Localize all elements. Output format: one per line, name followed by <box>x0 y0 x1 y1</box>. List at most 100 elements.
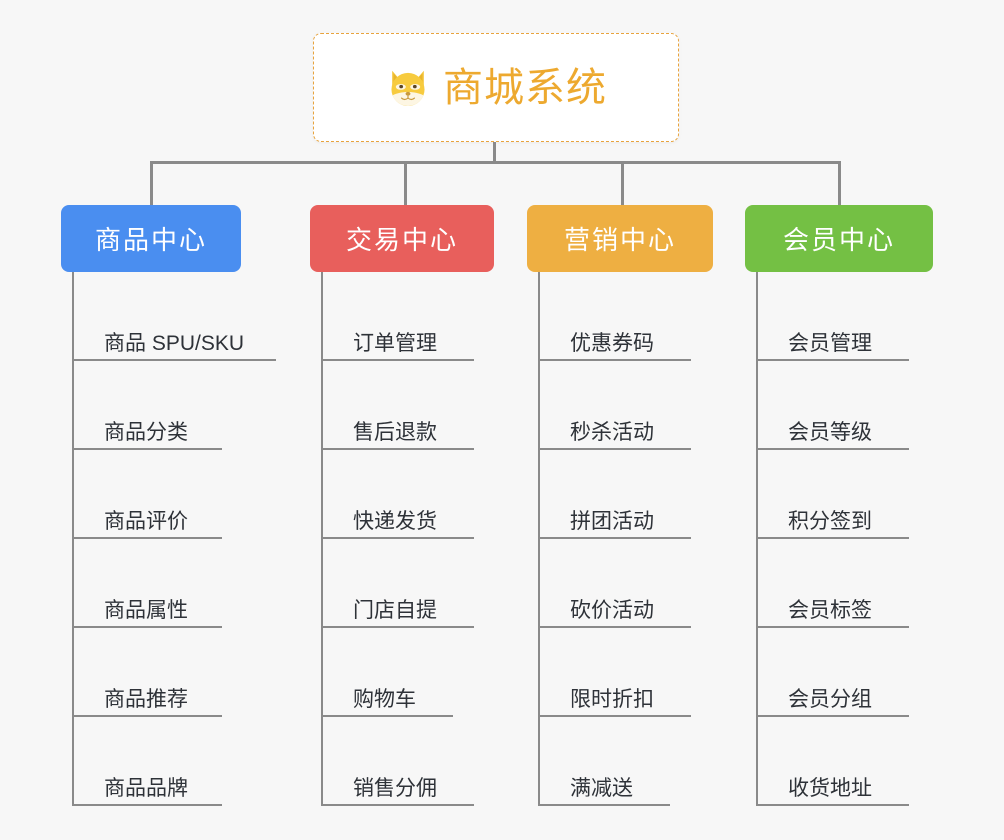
leaf-label: 会员管理 <box>788 331 872 355</box>
leaf-label: 限时折扣 <box>570 687 654 711</box>
leaf-underline <box>757 537 909 539</box>
category-header-3[interactable]: 营销中心 <box>527 205 713 272</box>
list-item[interactable]: 拼团活动 <box>527 450 713 539</box>
leaf-underline <box>322 804 474 806</box>
leaf-underline <box>73 626 222 628</box>
leaf-underline <box>73 448 222 450</box>
leaf-label: 会员等级 <box>788 420 872 444</box>
list-item[interactable]: 门店自提 <box>310 539 494 628</box>
category-column-4: 会员中心 会员管理 会员等级 积分签到 会员标签 会员分组 <box>745 205 933 806</box>
root-node[interactable]: 商城系统 <box>313 33 679 142</box>
leaf-label: 商品推荐 <box>104 687 188 711</box>
connector-root-stem <box>493 142 496 163</box>
list-item[interactable]: 会员标签 <box>745 539 933 628</box>
category-header-4-label: 会员中心 <box>782 225 895 255</box>
leaf-label: 快递发货 <box>353 509 437 533</box>
leaf-list-2: 订单管理 售后退款 快递发货 门店自提 购物车 销售分佣 <box>310 272 494 806</box>
category-header-2[interactable]: 交易中心 <box>310 205 494 272</box>
leaf-label: 购物车 <box>353 687 416 711</box>
leaf-underline <box>322 537 474 539</box>
list-item[interactable]: 商品品牌 <box>61 717 241 806</box>
leaf-label: 商品 SPU/SKU <box>104 331 245 355</box>
leaf-underline <box>539 715 691 717</box>
leaf-label: 商品评价 <box>104 509 188 533</box>
list-item[interactable]: 会员等级 <box>745 361 933 450</box>
list-item[interactable]: 商品评价 <box>61 450 241 539</box>
list-item[interactable]: 售后退款 <box>310 361 494 450</box>
leaf-label: 秒杀活动 <box>570 420 654 444</box>
list-item[interactable]: 限时折扣 <box>527 628 713 717</box>
leaf-underline <box>322 448 474 450</box>
root-title: 商城系统 <box>443 65 607 110</box>
connector-drop-1 <box>150 161 153 207</box>
connector-horizontal-bar <box>150 161 840 164</box>
column-spine-3 <box>538 272 540 806</box>
leaf-label: 售后退款 <box>353 420 437 444</box>
leaf-label: 订单管理 <box>353 331 437 355</box>
list-item[interactable]: 销售分佣 <box>310 717 494 806</box>
list-item[interactable]: 商品 SPU/SKU <box>61 272 276 361</box>
list-item[interactable]: 秒杀活动 <box>527 361 713 450</box>
leaf-underline <box>539 626 691 628</box>
list-item[interactable]: 商品推荐 <box>61 628 241 717</box>
leaf-label: 商品属性 <box>104 598 188 622</box>
leaf-underline <box>73 804 222 806</box>
leaf-label: 会员标签 <box>788 598 872 622</box>
leaf-underline <box>757 626 909 628</box>
category-column-2: 交易中心 订单管理 售后退款 快递发货 门店自提 购物车 <box>310 205 494 806</box>
column-spine-4 <box>756 272 758 806</box>
category-header-1[interactable]: 商品中心 <box>61 205 241 272</box>
leaf-underline <box>322 626 474 628</box>
leaf-underline <box>73 715 222 717</box>
category-header-1-label: 商品中心 <box>94 225 207 255</box>
leaf-label: 销售分佣 <box>353 776 437 800</box>
leaf-label: 商品分类 <box>104 420 188 444</box>
list-item[interactable]: 会员管理 <box>745 272 933 361</box>
list-item[interactable]: 满减送 <box>527 717 713 806</box>
list-item[interactable]: 购物车 <box>310 628 494 717</box>
column-spine-1 <box>72 272 74 806</box>
category-header-2-label: 交易中心 <box>345 225 458 255</box>
leaf-list-1: 商品 SPU/SKU 商品分类 商品评价 商品属性 商品推荐 商品品牌 <box>61 272 276 806</box>
category-header-3-label: 营销中心 <box>563 225 676 255</box>
list-item[interactable]: 商品分类 <box>61 361 241 450</box>
category-column-1: 商品中心 商品 SPU/SKU 商品分类 商品评价 商品属性 商品推荐 <box>61 205 276 806</box>
category-column-3: 营销中心 优惠券码 秒杀活动 拼团活动 砍价活动 限时折扣 <box>527 205 713 806</box>
connector-drop-3 <box>621 161 624 207</box>
leaf-label: 优惠券码 <box>570 331 654 355</box>
leaf-label: 拼团活动 <box>570 509 654 533</box>
leaf-label: 积分签到 <box>788 509 872 533</box>
leaf-list-4: 会员管理 会员等级 积分签到 会员标签 会员分组 收货地址 <box>745 272 933 806</box>
leaf-underline <box>539 448 691 450</box>
leaf-label: 砍价活动 <box>570 598 654 622</box>
leaf-underline <box>757 715 909 717</box>
leaf-underline <box>539 537 691 539</box>
leaf-underline <box>539 359 691 361</box>
list-item[interactable]: 快递发货 <box>310 450 494 539</box>
connector-drop-4 <box>838 161 841 207</box>
leaf-underline <box>322 715 453 717</box>
list-item[interactable]: 收货地址 <box>745 717 933 806</box>
column-spine-2 <box>321 272 323 806</box>
list-item[interactable]: 订单管理 <box>310 272 494 361</box>
leaf-underline <box>322 359 474 361</box>
leaf-label: 收货地址 <box>788 776 872 800</box>
category-header-4[interactable]: 会员中心 <box>745 205 933 272</box>
dog-face-icon <box>391 70 425 107</box>
leaf-label: 商品品牌 <box>104 776 188 800</box>
list-item[interactable]: 优惠券码 <box>527 272 713 361</box>
leaf-label: 门店自提 <box>353 598 437 622</box>
leaf-underline <box>757 804 909 806</box>
connector-drop-2 <box>404 161 407 207</box>
list-item[interactable]: 砍价活动 <box>527 539 713 628</box>
leaf-underline <box>757 448 909 450</box>
list-item[interactable]: 会员分组 <box>745 628 933 717</box>
list-item[interactable]: 积分签到 <box>745 450 933 539</box>
leaf-underline <box>73 359 276 361</box>
list-item[interactable]: 商品属性 <box>61 539 241 628</box>
leaf-underline <box>539 804 670 806</box>
leaf-label: 会员分组 <box>788 687 872 711</box>
leaf-underline <box>73 537 222 539</box>
leaf-list-3: 优惠券码 秒杀活动 拼团活动 砍价活动 限时折扣 满减送 <box>527 272 713 806</box>
